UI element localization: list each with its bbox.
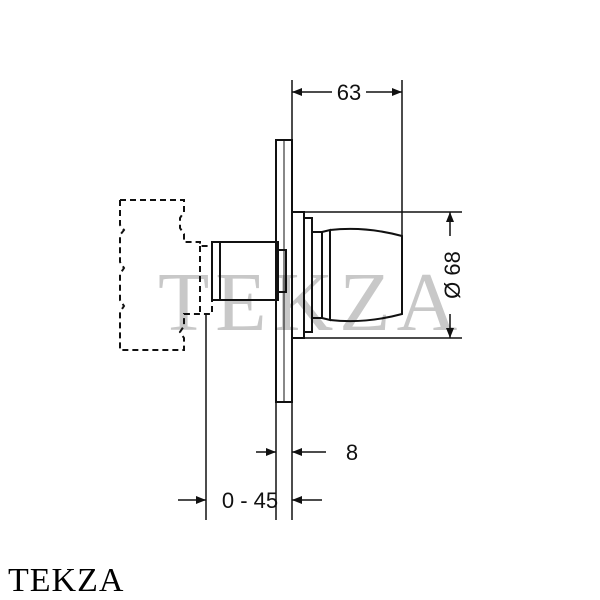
- dimension-0-45-label: 0 - 45: [222, 488, 278, 513]
- valve-stem: [211, 241, 287, 301]
- dimension-8-label: 8: [346, 440, 358, 465]
- brand-logo-text: TEKZA: [8, 562, 125, 599]
- dimension-0-45: 0 - 45: [178, 488, 322, 513]
- dimension-diameter-68: Ø 68: [440, 212, 465, 338]
- extension-lines: [205, 80, 462, 520]
- dimension-8: 8: [256, 440, 358, 465]
- dimension-63-label: 63: [337, 80, 361, 105]
- watermark-text: TEKZA: [158, 256, 463, 349]
- handle: [311, 227, 403, 323]
- dimension-68-label: Ø 68: [440, 251, 465, 299]
- dimension-63: 63: [292, 80, 402, 105]
